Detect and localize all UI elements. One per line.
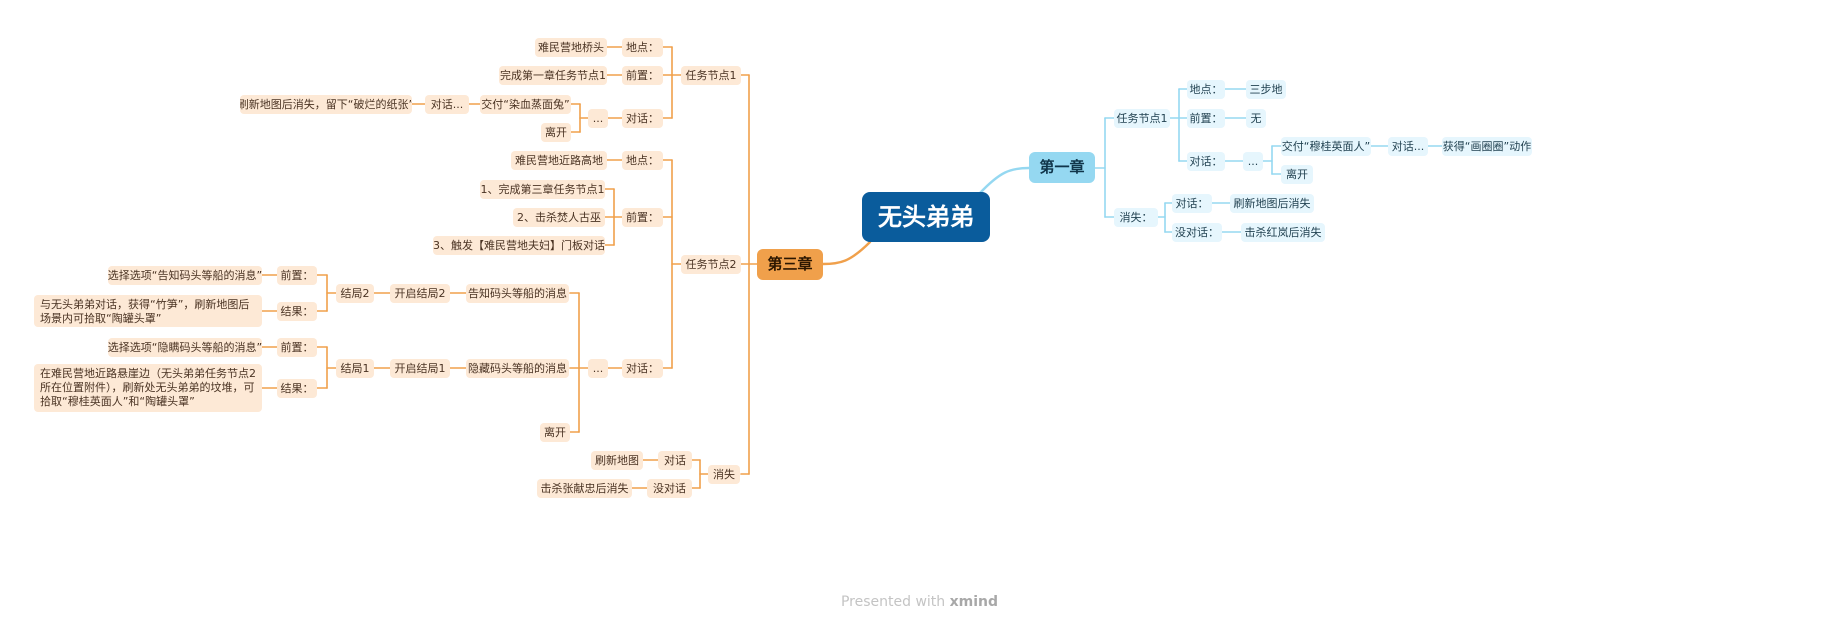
ending2-result-label[interactable]: 结果： [277, 302, 317, 321]
ch3-task1-location-label[interactable]: 地点： [622, 38, 663, 57]
footer-presented-with: Presented with [840, 594, 946, 610]
ch3-task2-prereq-label[interactable]: 前置： [622, 208, 663, 227]
footer-credit: Presented with xmind [0, 594, 1839, 610]
ch3-task2-dialog-label[interactable]: 对话： [622, 359, 663, 378]
ch3-task1-deliver[interactable]: 交付“染血蒸面兔” [480, 95, 571, 114]
ch1-task1-node[interactable]: 任务节点1 [1114, 109, 1170, 128]
ch3-disappear-no-dialog-label[interactable]: 没对话 [647, 479, 692, 498]
ch1-disappear-dialog-value[interactable]: 刷新地图后消失 [1230, 194, 1314, 213]
ending1-node[interactable]: 结局1 [336, 359, 374, 378]
ch3-task1-node[interactable]: 任务节点1 [681, 66, 741, 85]
ch3-task1-deliver-result[interactable]: 刷新地图后消失，留下“破烂的纸张” [240, 95, 412, 114]
ending2-prereq-value[interactable]: 选择选项“告知码头等船的消息” [108, 266, 262, 285]
ch3-task2-prereq-item[interactable]: 1、完成第三章任务节点1 [480, 180, 605, 199]
ch3-disappear-node[interactable]: 消失 [708, 465, 740, 484]
chapter3-topic[interactable]: 第三章 [757, 249, 823, 280]
xmind-logo-text: xmind [949, 594, 999, 610]
ending1-prereq-label[interactable]: 前置： [277, 338, 317, 357]
ending1-result-value[interactable]: 在难民营地近路悬崖边（无头弟弟任务节点2所在位置附件），刷新处无头弟弟的坟堆，可… [34, 364, 262, 412]
ch1-task1-dialog-label[interactable]: 对话： [1187, 152, 1225, 171]
ch3-task2-option-hide[interactable]: 隐藏码头等船的消息 [466, 359, 569, 378]
ending1-result-label[interactable]: 结果： [277, 379, 317, 398]
ch3-task2-option-tell[interactable]: 告知码头等船的消息 [466, 284, 569, 303]
ending2-open[interactable]: 开启结局2 [390, 284, 450, 303]
ch3-task2-prereq-item[interactable]: 2、击杀焚人古巫 [513, 208, 605, 227]
ch1-task1-deliver[interactable]: 交付“穆桂英面人” [1281, 137, 1371, 156]
ending1-open[interactable]: 开启结局1 [390, 359, 450, 378]
ch1-disappear-node[interactable]: 消失： [1114, 208, 1158, 227]
ch3-task1-location-value[interactable]: 难民营地桥头 [535, 38, 607, 57]
ch3-task2-ellipsis[interactable]: ... [588, 359, 608, 378]
ch3-task1-prereq-label[interactable]: 前置： [622, 66, 663, 85]
connector-line [821, 240, 872, 266]
root-topic[interactable]: 无头弟弟 [862, 192, 990, 242]
connector-line [978, 166, 1031, 195]
ending2-prereq-label[interactable]: 前置： [277, 266, 317, 285]
ch3-disappear-no-dialog-value[interactable]: 击杀张献忠后消失 [537, 479, 632, 498]
ending1-prereq-value[interactable]: 选择选项“隐瞒码头等船的消息” [108, 338, 262, 357]
ch3-task2-leave[interactable]: 离开 [540, 423, 570, 442]
ch1-disappear-dialog-label[interactable]: 对话： [1172, 194, 1212, 213]
ch3-disappear-dialog-value[interactable]: 刷新地图 [591, 451, 643, 470]
ending2-result-value[interactable]: 与无头弟弟对话，获得“竹笋”，刷新地图后场景内可拾取“陶罐头罩” [34, 295, 262, 327]
ch3-disappear-dialog-label[interactable]: 对话 [658, 451, 692, 470]
ch1-disappear-no-dialog-value[interactable]: 击杀红岚后消失 [1241, 223, 1325, 242]
ch1-task1-prereq-label[interactable]: 前置： [1187, 109, 1225, 128]
ch1-task1-location-value[interactable]: 三步地 [1246, 80, 1286, 99]
ch3-task2-location-label[interactable]: 地点： [622, 151, 663, 170]
ch1-disappear-no-dialog-label[interactable]: 没对话： [1172, 223, 1222, 242]
ch1-task1-location-label[interactable]: 地点： [1187, 80, 1225, 99]
ending2-node[interactable]: 结局2 [336, 284, 374, 303]
ch3-task1-deliver-dialog[interactable]: 对话... [425, 95, 469, 114]
ch3-task1-prereq-value[interactable]: 完成第一章任务节点1 [499, 66, 607, 85]
chapter1-topic[interactable]: 第一章 [1029, 152, 1095, 183]
ch3-task2-prereq-item[interactable]: 3、触发【难民营地夫妇】门板对话 [433, 236, 605, 255]
ch3-task1-ellipsis[interactable]: ... [588, 109, 608, 128]
ch1-task1-deliver-result[interactable]: 获得“画圈圈”动作 [1442, 137, 1532, 156]
ch3-task1-dialog-label[interactable]: 对话： [622, 109, 663, 128]
ch1-task1-prereq-value[interactable]: 无 [1246, 109, 1266, 128]
ch1-task1-leave[interactable]: 离开 [1281, 165, 1313, 184]
ch1-task1-ellipsis[interactable]: ... [1243, 152, 1263, 171]
ch3-task2-location-value[interactable]: 难民营地近路高地 [511, 151, 607, 170]
ch1-task1-deliver-dialog[interactable]: 对话... [1388, 137, 1428, 156]
ch3-task1-leave[interactable]: 离开 [541, 123, 571, 142]
ch3-task2-node[interactable]: 任务节点2 [681, 255, 741, 274]
